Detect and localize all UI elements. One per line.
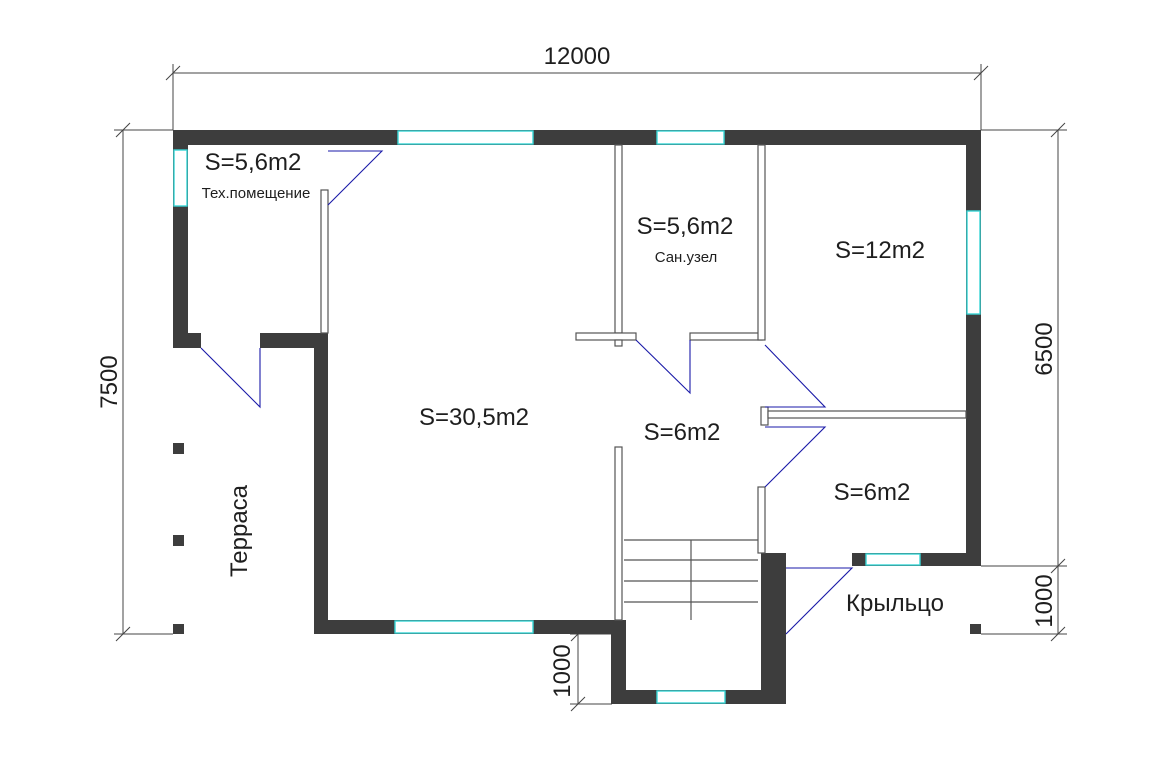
terrace-name: Терраса bbox=[226, 484, 253, 577]
tech-room-area: S=5,6m2 bbox=[205, 149, 302, 176]
dimension-vestibule-depth: 1000 bbox=[549, 644, 576, 697]
windows bbox=[173, 130, 981, 704]
window-small-room bbox=[865, 553, 921, 566]
small-room-area: S=6m2 bbox=[834, 479, 911, 506]
porch-name: Крыльцо bbox=[846, 590, 944, 617]
tech-room-name: Тех.помещение bbox=[202, 185, 311, 202]
walls bbox=[173, 130, 981, 704]
dimension-house-depth: 6500 bbox=[1031, 322, 1058, 375]
hall-area: S=6m2 bbox=[644, 419, 721, 446]
door-swings bbox=[200, 150, 854, 635]
door-bedroom bbox=[764, 344, 827, 408]
door-bathroom bbox=[635, 339, 691, 395]
living-area: S=30,5m2 bbox=[419, 404, 529, 431]
bedroom-area: S=12m2 bbox=[835, 237, 925, 264]
bathroom-area: S=5,6m2 bbox=[637, 213, 734, 240]
window-tech-room bbox=[173, 149, 188, 207]
door-porch bbox=[785, 567, 854, 635]
bathroom-name: Сан.узел bbox=[655, 249, 718, 266]
dimension-overall-width: 12000 bbox=[544, 43, 611, 70]
window-bathroom bbox=[656, 130, 725, 145]
partitions bbox=[320, 144, 967, 621]
door-terrace bbox=[200, 347, 261, 409]
dimension-porch-depth: 1000 bbox=[1031, 574, 1058, 627]
window-living-bottom bbox=[394, 620, 534, 634]
dimension-lines bbox=[114, 64, 1067, 712]
window-vestibule bbox=[656, 690, 726, 704]
staircase bbox=[624, 539, 758, 620]
door-tech-room bbox=[327, 150, 384, 206]
window-living-top bbox=[397, 130, 534, 145]
door-small-room bbox=[764, 426, 827, 488]
window-bedroom bbox=[966, 210, 981, 315]
dimension-overall-depth: 7500 bbox=[96, 355, 123, 408]
